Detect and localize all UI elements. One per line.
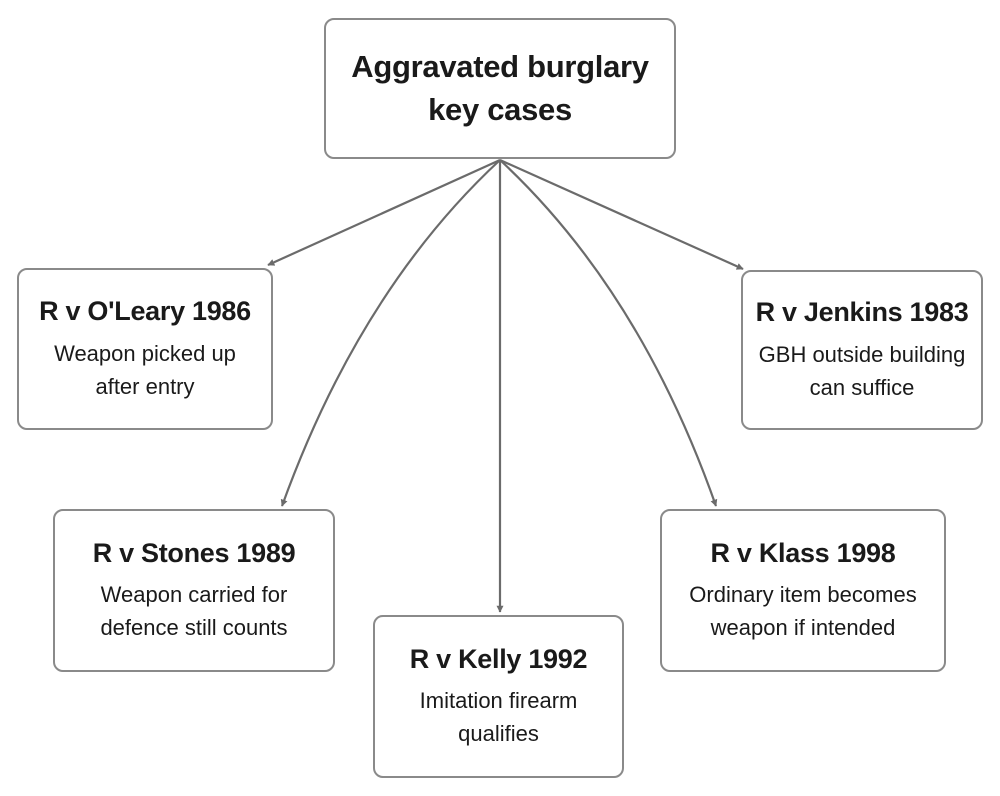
case-description-line1: Weapon picked up [54,340,236,366]
case-title: R v O'Leary 1986 [39,296,251,327]
root-title-line1: Aggravated burglary [351,48,649,84]
case-description-line2: defence still counts [100,615,288,641]
case-description: Ordinary item becomes weapon if intended [689,578,916,644]
case-title: R v Klass 1998 [710,537,896,568]
arrow-to-oleary [267,158,501,267]
case-description: GBH outside building can suffice [759,338,966,404]
arrow-to-stones [280,159,501,507]
arrow-to-jenkins [499,158,744,271]
case-node-jenkins: R v Jenkins 1983 GBH outside building ca… [741,270,983,430]
root-title: Aggravated burglary key cases [351,46,649,132]
case-node-stones: R v Stones 1989 Weapon carried for defen… [53,509,335,672]
case-description-line1: Imitation firearm [419,688,578,714]
case-title: R v Jenkins 1983 [755,297,969,328]
case-description: Weapon carried for defence still counts [100,578,287,644]
case-description-line1: GBH outside building [758,341,966,367]
case-description: Imitation firearm qualifies [420,684,578,750]
case-description-line1: Ordinary item becomes [689,582,917,608]
case-description-line2: weapon if intended [710,615,896,641]
case-node-kelly: R v Kelly 1992 Imitation firearm qualifi… [373,615,624,778]
case-description-line2: can suffice [809,374,915,400]
case-description-line2: after entry [95,373,195,399]
root-title-line2: key cases [428,91,572,127]
case-title: R v Stones 1989 [92,537,296,568]
case-description-line2: qualifies [458,721,539,747]
case-title: R v Kelly 1992 [409,643,588,674]
case-node-klass: R v Klass 1998 Ordinary item becomes wea… [660,509,946,672]
root-node: Aggravated burglary key cases [324,18,676,159]
case-description-line1: Weapon carried for [100,582,288,608]
case-node-oleary: R v O'Leary 1986 Weapon picked up after … [17,268,273,430]
arrow-to-klass [499,159,718,507]
case-description: Weapon picked up after entry [54,337,236,403]
